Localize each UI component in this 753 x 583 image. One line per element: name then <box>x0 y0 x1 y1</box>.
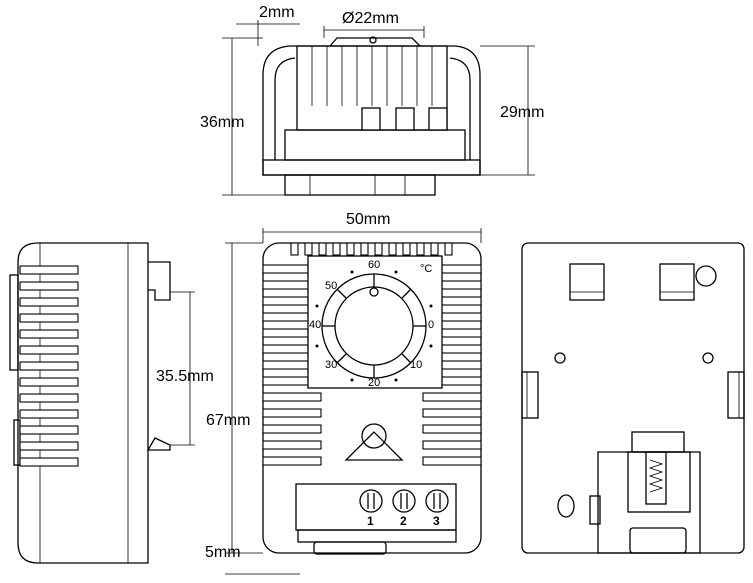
side-view-fins <box>19 265 79 467</box>
dial-mark-0: 0 <box>428 319 434 331</box>
terminal-label-2: 2 <box>400 514 407 528</box>
terminal-label-3: 3 <box>433 514 440 528</box>
back-view-outline <box>521 242 745 554</box>
dial-mark-20: 20 <box>368 377 380 389</box>
dial-pointer-icon <box>369 287 379 297</box>
spring-icon <box>648 459 664 493</box>
dim-top-height-right: 29mm <box>500 104 544 121</box>
dial-scale: 60 50 40 30 20 10 0 °C <box>309 259 434 389</box>
dim-top-offset: 2mm <box>259 4 295 21</box>
back-view <box>521 242 745 554</box>
top-view-outline <box>262 45 481 176</box>
top-view: 2mm Ø22mm 36mm 29mm <box>200 4 544 196</box>
dial-panel <box>307 255 443 389</box>
dim-front-bottom-offset: 5mm <box>205 544 241 561</box>
dim-rail-spacing: 35.5mm <box>156 368 214 385</box>
terminal-label-1: 1 <box>367 514 374 528</box>
front-view: 60 50 40 30 20 10 0 °C <box>205 211 482 575</box>
dial-mark-10: 10 <box>410 359 422 371</box>
dial-mark-30: 30 <box>325 359 337 371</box>
top-view-fins <box>311 46 433 106</box>
side-view-outline <box>17 242 149 564</box>
dim-top-height-left: 36mm <box>200 114 244 131</box>
dial-mark-50: 50 <box>325 280 337 292</box>
terminal-screws <box>359 489 449 513</box>
dial-mark-40: 40 <box>309 319 321 331</box>
front-top-fins <box>290 242 453 256</box>
side-view: 35.5mm <box>9 242 214 564</box>
dim-top-diameter: Ø22mm <box>342 10 399 27</box>
dim-front-height: 67mm <box>206 412 250 429</box>
thermostat-symbol-icon <box>344 423 404 461</box>
temperature-dial[interactable] <box>321 273 427 379</box>
dim-front-width: 50mm <box>346 211 390 228</box>
dial-mark-60: 60 <box>368 259 380 271</box>
dial-unit: °C <box>420 263 432 275</box>
